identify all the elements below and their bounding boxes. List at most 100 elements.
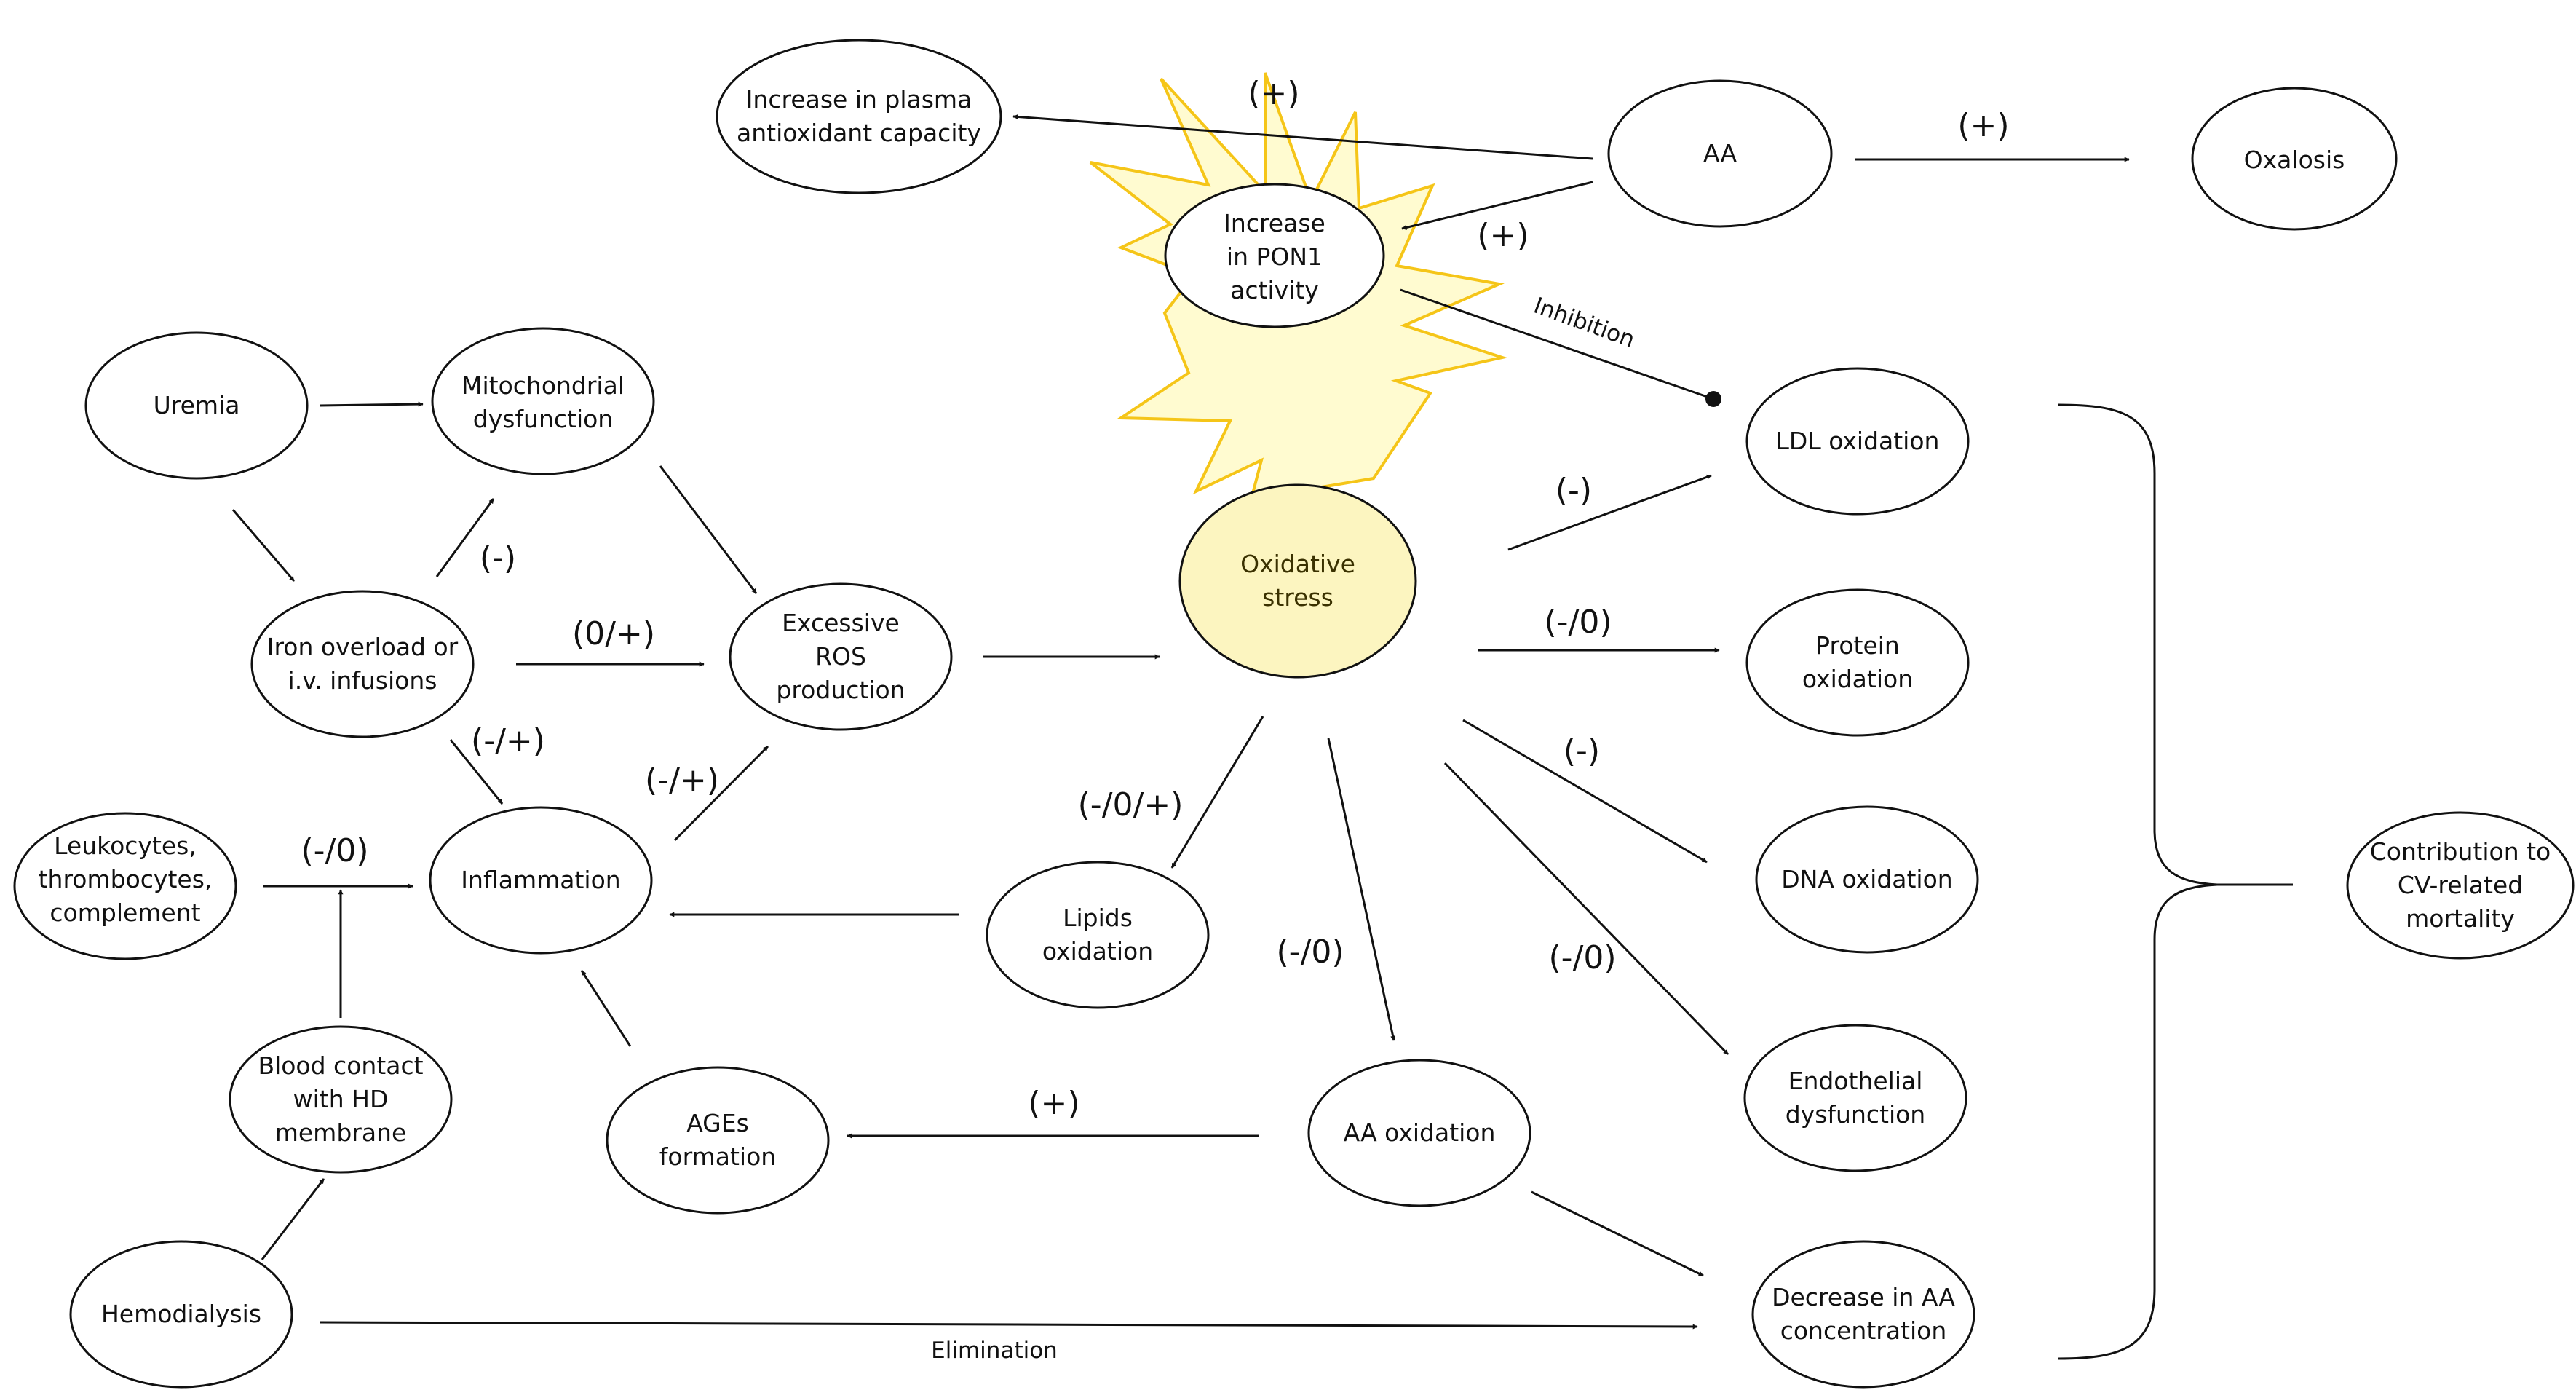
edge-stress-to-ldl — [1507, 474, 1712, 551]
uremia-label: Uremia — [154, 391, 240, 419]
leukocytes-label: Leukocytes,thrombocytes,complement — [39, 832, 213, 927]
label-line: thrombocytes, — [39, 865, 213, 893]
edge-aa-to-pon1 — [1401, 181, 1593, 230]
label-line: Oxalosis — [2244, 146, 2345, 174]
label-line: Blood contact — [258, 1051, 423, 1080]
hemodialysis-label: Hemodialysis — [101, 1300, 261, 1328]
edge-aa-oxidation-to-decrease — [1531, 1190, 1704, 1277]
iron-label: Iron overload or i.v. infusions — [267, 633, 459, 695]
label-line: AGEs — [686, 1109, 749, 1137]
label-line: activity — [1230, 276, 1319, 304]
label-line: mortality — [2406, 904, 2515, 933]
mitochondrial-node — [431, 327, 655, 475]
label-line: Iron overload or — [267, 633, 459, 661]
label-pon1-inhibition: Inhibition — [1530, 293, 1638, 353]
label-line: ROS — [815, 642, 866, 671]
label-line: Excessive — [782, 609, 900, 637]
label-line: in PON1 — [1226, 242, 1323, 271]
label-line: membrane — [275, 1118, 407, 1147]
label-line: Oxidative — [1240, 550, 1355, 578]
label-iron-to-ros: (0/+) — [572, 615, 655, 652]
plasma-antioxidant-node — [716, 39, 1002, 194]
endothelial-node — [1743, 1024, 1967, 1172]
uremia-node — [84, 331, 309, 480]
label-line: concentration — [1780, 1316, 1947, 1345]
protein-label: Protein oxidation — [1802, 631, 1913, 693]
edge-hemodialysis-to-blood — [261, 1178, 325, 1260]
edge-iron-to-mito — [435, 498, 495, 577]
label-line: Increase in plasma — [746, 85, 972, 114]
pon1-label: Increase in PON1 activity — [1224, 209, 1325, 304]
label-line: stress — [1262, 583, 1333, 612]
label-stress-to-ldl: (-) — [1555, 472, 1592, 509]
edges — [231, 114, 2130, 1330]
ros-node — [729, 582, 953, 731]
dna-node — [1755, 805, 1979, 954]
pon1-node — [1164, 183, 1385, 328]
label-line: Endothelial — [1788, 1067, 1923, 1095]
label-line: Lipids — [1063, 904, 1133, 932]
label-stress-to-endothelial: (-/0) — [1548, 939, 1616, 976]
edge-aa-to-plasma — [1012, 114, 1593, 160]
iron-node — [250, 590, 475, 738]
edge-stress-to-aa-oxidation — [1327, 738, 1396, 1041]
label-line: dysfunction — [1786, 1100, 1925, 1129]
edge-ages-to-inflammation — [580, 970, 632, 1047]
edge-mito-to-ros — [659, 465, 758, 594]
label-line: LDL oxidation — [1776, 427, 1940, 455]
edge-iron-to-inflammation — [449, 739, 504, 805]
edge-pon1-inhibition — [1400, 288, 1714, 400]
edge-inflammation-to-ros — [673, 745, 769, 842]
label-line: production — [776, 676, 905, 704]
blood-contact-label: Blood contact with HD membrane — [258, 1051, 423, 1147]
protein-node — [1745, 588, 1970, 737]
label-stress-to-dna: (-) — [1564, 732, 1600, 770]
label-line: Increase — [1224, 209, 1325, 237]
label-line: Inflammation — [461, 866, 620, 894]
label-aa-oxidation-to-ages: (+) — [1028, 1085, 1079, 1122]
label-leukocytes-to-inflammation: (-/0) — [301, 832, 368, 869]
node-ellipses — [13, 39, 2575, 1389]
hemodialysis-node — [69, 1240, 293, 1389]
label-aa-to-oxalosis: (+) — [1957, 107, 2009, 144]
inhibition-end-dot — [1705, 391, 1721, 407]
label-line: Leukocytes, — [54, 832, 197, 860]
label-line: Protein — [1815, 631, 1900, 660]
label-line: dysfunction — [473, 405, 613, 433]
label-inflammation-to-ros: (-/+) — [645, 762, 719, 799]
edge-uremia-to-iron — [231, 509, 296, 582]
edge-uremia-to-mito — [320, 401, 424, 407]
lipids-label: Lipids oxidation — [1042, 904, 1153, 965]
oxalosis-node — [2191, 87, 2398, 231]
decrease-aa-node — [1751, 1240, 1975, 1389]
label-line: Decrease in AA — [1772, 1283, 1955, 1311]
aa-node — [1607, 79, 1833, 228]
ldl-node — [1745, 367, 1970, 516]
label-stress-to-lipids: (-/0/+) — [1078, 786, 1184, 824]
endothelial-label: Endothelial dysfunction — [1786, 1067, 1925, 1129]
inflammation-node — [429, 806, 653, 955]
inflammation-label: Inflammation — [461, 866, 620, 894]
label-iron-to-inflammation: (-/+) — [471, 722, 545, 759]
outcomes-brace — [2058, 403, 2218, 1360]
label-line: Contribution to — [2370, 837, 2551, 866]
aa-oxidation-label: AA oxidation — [1344, 1118, 1496, 1147]
dna-label: DNA oxidation — [1781, 865, 1952, 893]
lipids-node — [986, 861, 1210, 1009]
label-line: oxidation — [1042, 937, 1153, 965]
aa-oxidation-node — [1307, 1059, 1531, 1207]
edge-stress-to-dna — [1462, 719, 1708, 864]
leukocytes-node — [13, 812, 237, 960]
label-line: oxidation — [1802, 665, 1913, 693]
label-line: with HD — [293, 1085, 389, 1113]
label-line: i.v. infusions — [288, 666, 437, 695]
label-iron-to-mito: (-) — [480, 540, 516, 577]
label-aa-to-plasma: (+) — [1248, 75, 1299, 112]
contribution-node — [2346, 811, 2575, 960]
